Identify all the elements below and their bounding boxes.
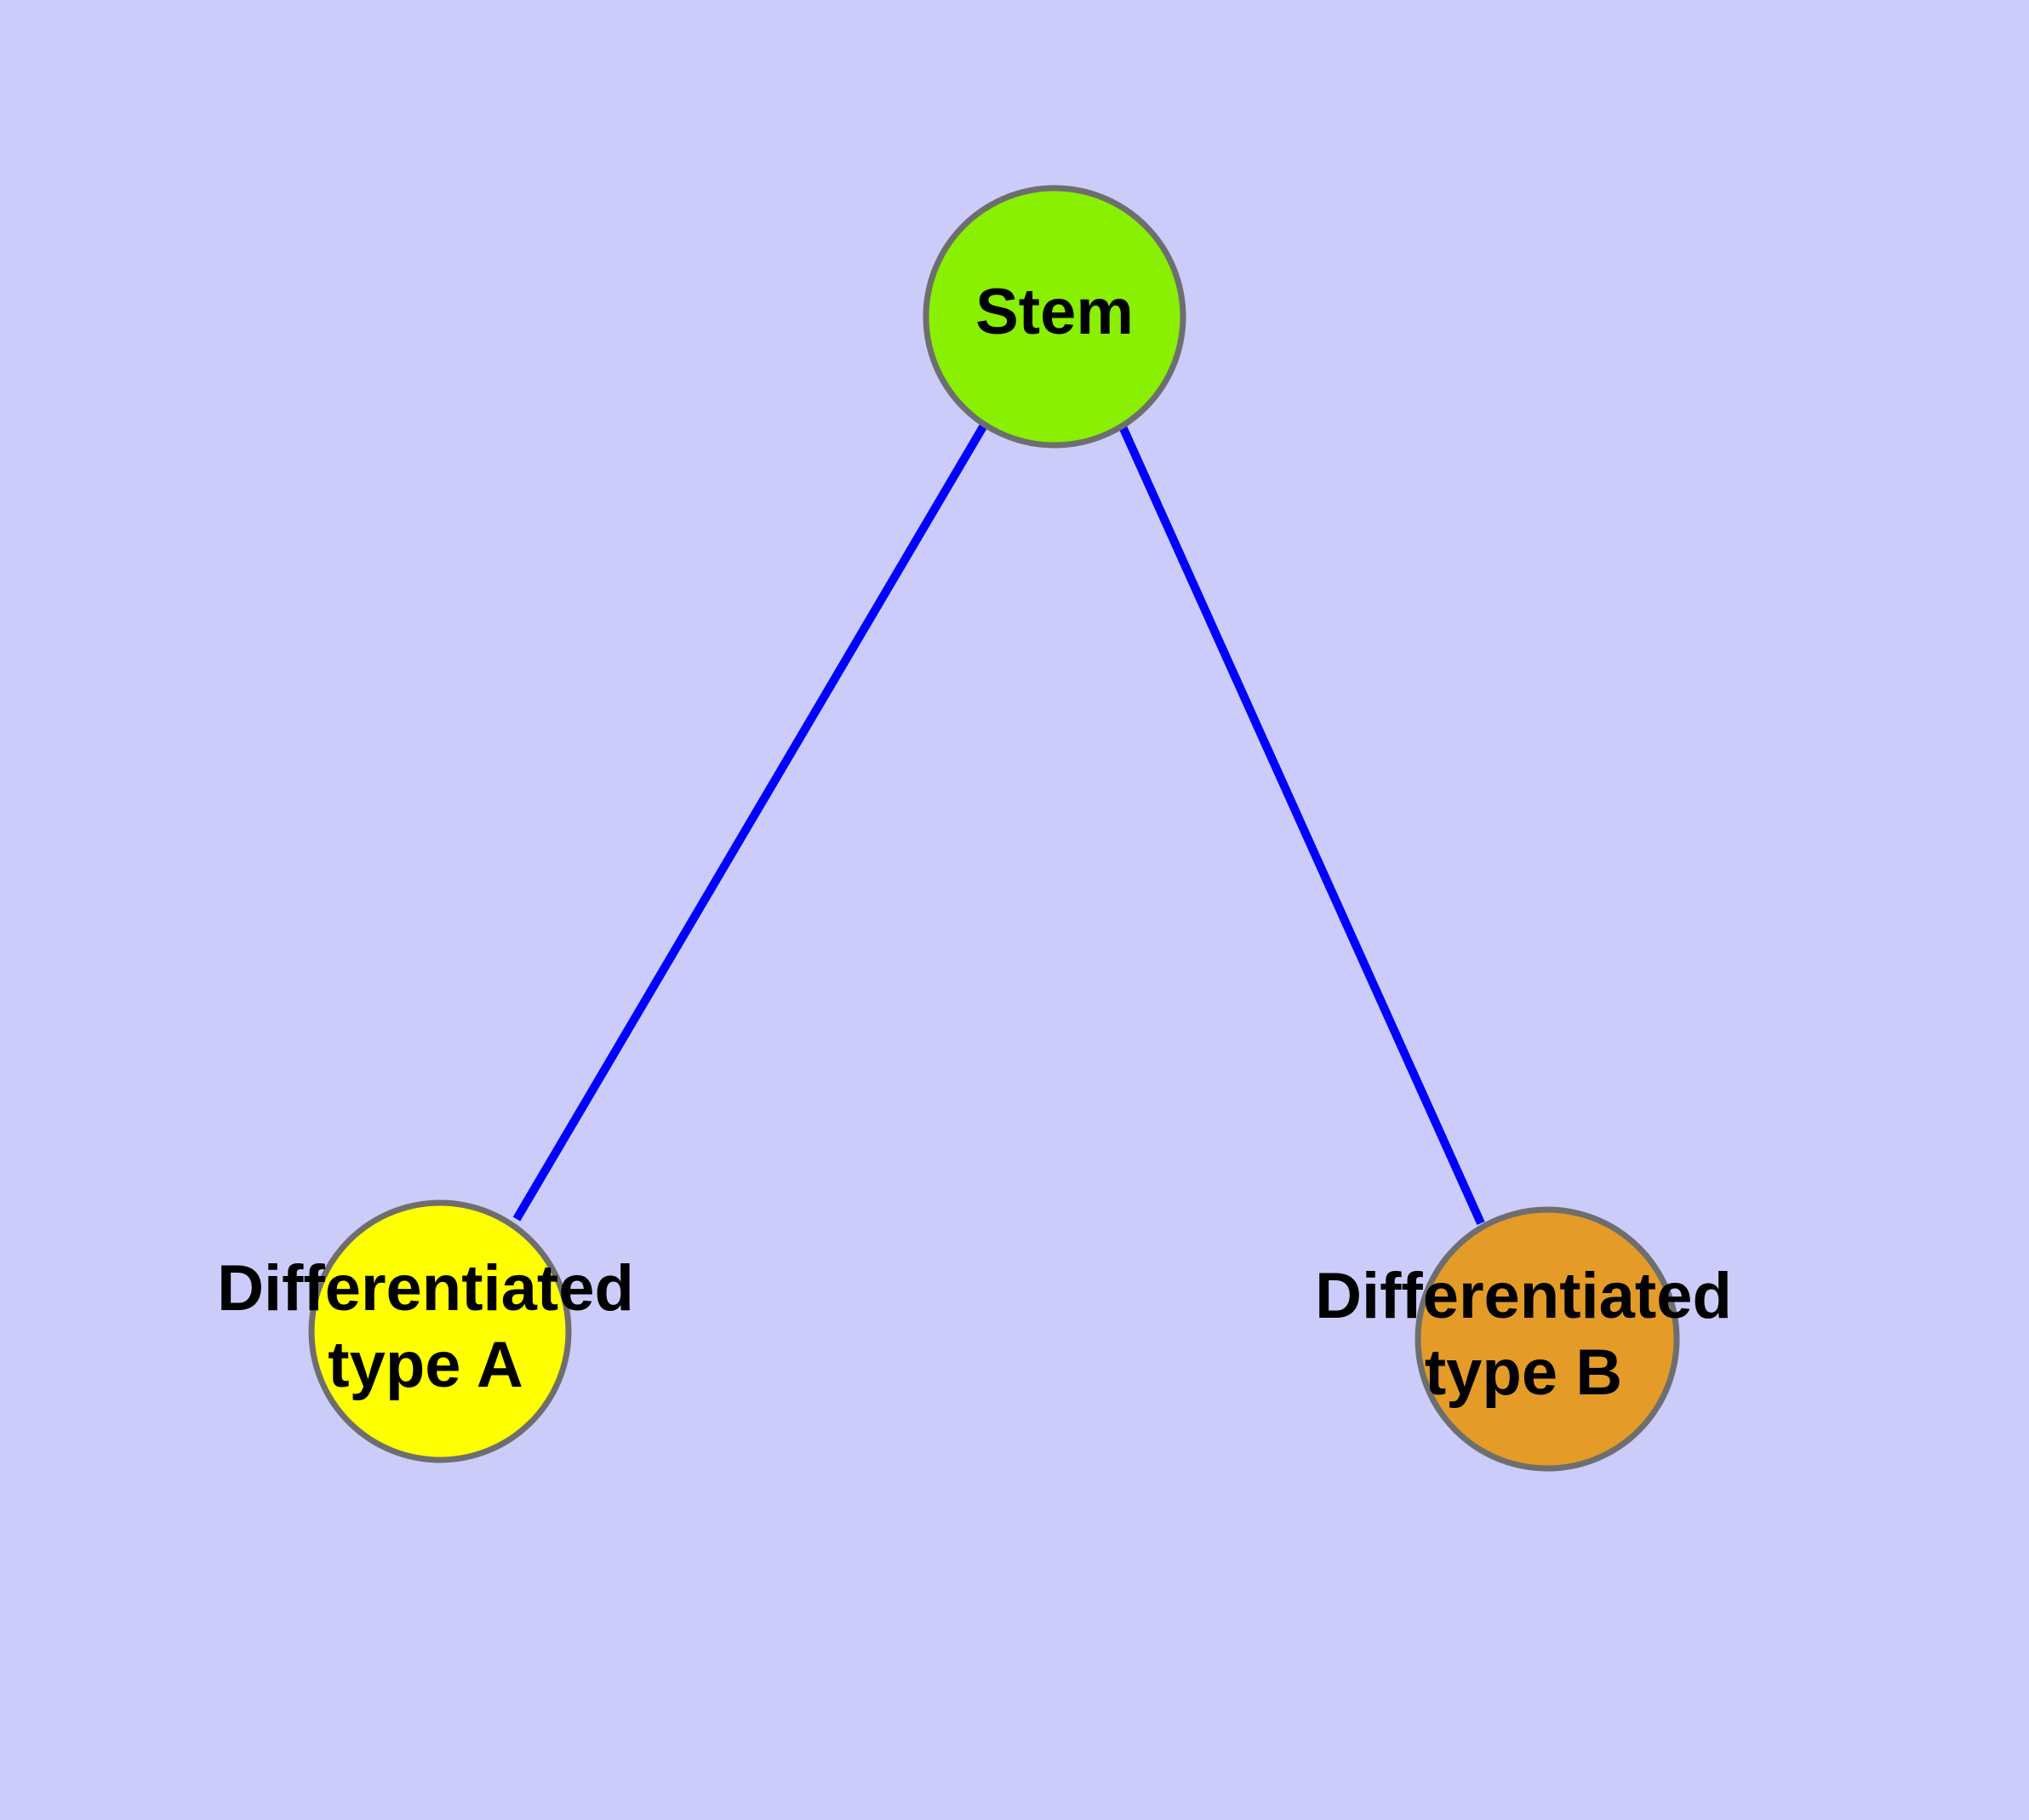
graph-node-diff-a[interactable] <box>308 1199 572 1463</box>
graph-node-label-stem: Stem <box>975 276 1134 348</box>
nodes-layer <box>308 185 1680 1472</box>
edges-layer <box>512 421 1485 1226</box>
graph-node-label-line: Stem <box>975 276 1134 348</box>
graph-edge-stem-to-diff-a <box>512 421 989 1222</box>
graph-node-label-line: type A <box>328 1329 523 1401</box>
graph-edge-stem-to-diff-b <box>1117 422 1485 1226</box>
graph-node-diff-b[interactable] <box>1415 1206 1680 1472</box>
graph-node-label-line: Differentiated <box>217 1252 634 1325</box>
graph-node-label-line: type B <box>1425 1336 1622 1409</box>
graph-node-label-line: Differentiated <box>1315 1260 1732 1332</box>
graph-node-stem[interactable] <box>923 185 1186 449</box>
